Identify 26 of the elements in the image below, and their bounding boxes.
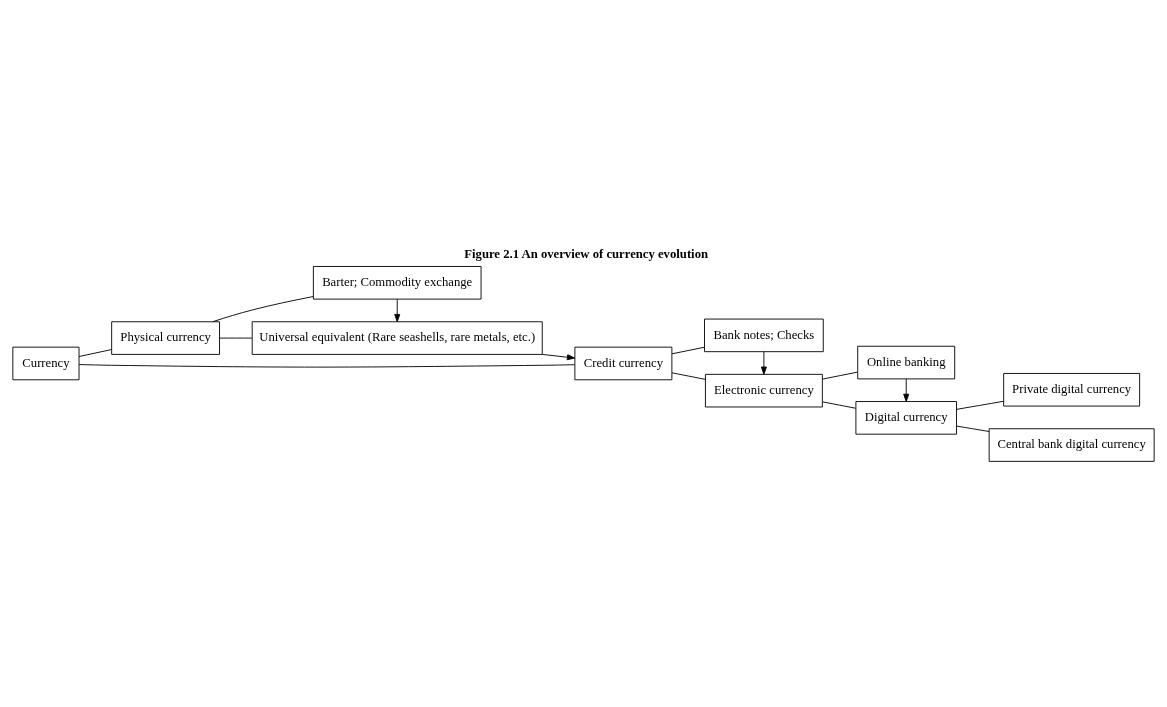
- connector: [219, 337, 253, 339]
- node-box: Digital currency: [855, 401, 957, 435]
- diagram-title: Figure 2.1 An overview of currency evolution: [464, 247, 709, 262]
- connector: [956, 400, 1004, 410]
- node-box: Physical currency: [111, 321, 220, 355]
- node-box: Credit currency: [574, 346, 673, 381]
- connector: [78, 364, 575, 368]
- connector: [78, 349, 112, 357]
- node-box: Currency: [12, 346, 80, 381]
- arrow: [394, 298, 401, 323]
- arrow: [760, 351, 767, 375]
- node-box: Central bank digital currency: [988, 428, 1155, 462]
- node-box: Electronic currency: [704, 373, 823, 408]
- connector: [671, 346, 705, 355]
- connector: [822, 371, 858, 380]
- node-box: Barter; Commodity exchange: [312, 266, 482, 300]
- node-box: Online banking: [857, 345, 956, 380]
- node-box: Universal equivalent (Rare seashells, rare metals, etc.): [251, 321, 543, 355]
- arrow: [542, 353, 576, 361]
- connector: [212, 296, 314, 323]
- connector: [956, 425, 990, 432]
- connector: [671, 372, 706, 380]
- connector: [822, 401, 856, 409]
- node-box: Bank notes; Checks: [704, 318, 824, 353]
- arrow: [903, 378, 910, 402]
- node-box: Private digital currency: [1003, 373, 1141, 407]
